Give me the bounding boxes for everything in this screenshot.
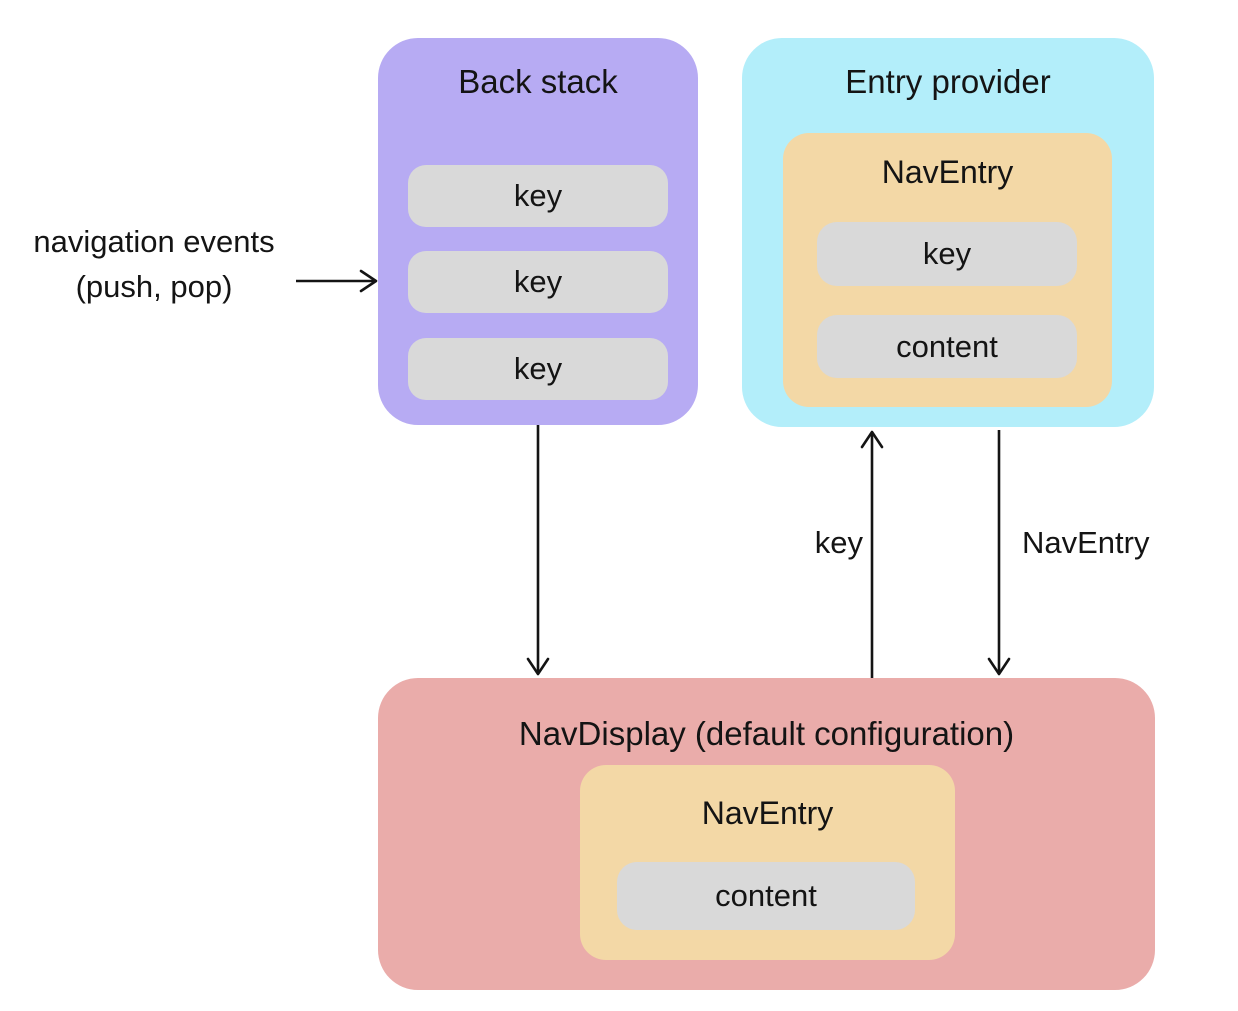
naventry-arrow-label: NavEntry	[1022, 525, 1150, 560]
entry-provider-content-chip: content	[817, 315, 1077, 378]
nav-display-box: NavDisplay (default configuration) NavEn…	[378, 678, 1155, 990]
entry-provider-nav-entry-title: NavEntry	[881, 154, 1014, 190]
key-arrow-label: key	[814, 525, 863, 560]
nav-display-content-chip: content	[617, 862, 915, 930]
navigation-events-label: navigation events (push, pop)	[4, 219, 304, 309]
entry-provider-title: Entry provider	[845, 63, 1051, 100]
back-stack-key-chip: key	[408, 251, 668, 313]
navigation-events-label-line1: navigation events	[33, 224, 275, 259]
back-stack-key-chip: key	[408, 165, 668, 227]
back-stack-key-chip: key	[408, 338, 668, 400]
entry-provider-key-chip: key	[817, 222, 1077, 286]
nav-display-title: NavDisplay (default configuration)	[518, 715, 1015, 752]
nav-display-nav-entry-title: NavEntry	[701, 795, 834, 831]
entry-provider-box: Entry provider NavEntry key content	[742, 38, 1154, 427]
back-stack-box: Back stack key key key	[378, 38, 698, 425]
back-stack-title: Back stack	[458, 63, 618, 100]
nav-display-nav-entry-box: NavEntry content	[580, 765, 955, 960]
entry-provider-nav-entry-box: NavEntry key content	[783, 133, 1112, 407]
navigation-events-label-line2: (push, pop)	[75, 269, 233, 304]
